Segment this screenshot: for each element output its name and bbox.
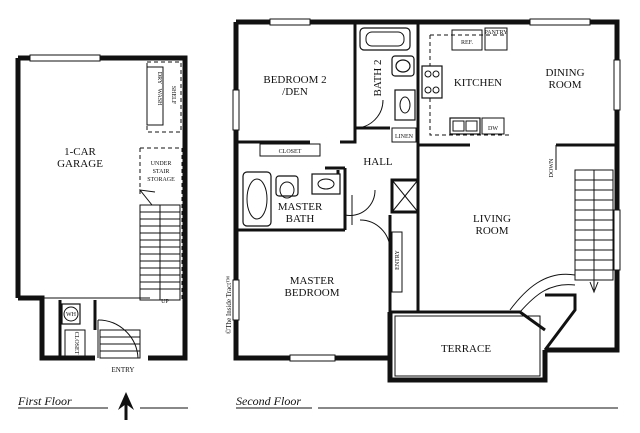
linen-label: LINEN [395, 134, 414, 140]
entry-closet-label: ENTRY [395, 250, 401, 270]
closet-label: CLOSET [279, 149, 302, 155]
hall-label: HALL [363, 156, 393, 168]
bedroom2-label: BEDROOM 2/DEN [263, 74, 326, 98]
north-arrow-icon [118, 392, 134, 420]
up-label: UP [161, 299, 169, 305]
watermark-label: ©The Inside Tract™ [225, 276, 233, 334]
pantry-label: PANTRY [484, 30, 508, 36]
dry-label: DRY [156, 72, 162, 85]
first-floor-closet-label: CLOSET [73, 332, 79, 355]
bath2-label: BATH 2 [372, 60, 384, 97]
second-floor-stairs [574, 169, 614, 294]
kitchen-label: KITCHEN [454, 77, 502, 89]
first-floor-caption: First Floor [17, 394, 72, 408]
dw-label: DW [488, 126, 498, 132]
water-heater-label: WH [66, 312, 77, 318]
shelf-label: SHELF [170, 86, 176, 105]
wash-dry-label: WASH [156, 88, 162, 106]
down-label: DOWN [549, 158, 555, 177]
ref-label: REF. [461, 40, 474, 46]
entry-label: ENTRY [112, 366, 135, 374]
first-floor-stairs [138, 189, 181, 301]
terrace-label: TERRACE [441, 343, 491, 355]
second-floor-caption: Second Floor [236, 394, 301, 408]
